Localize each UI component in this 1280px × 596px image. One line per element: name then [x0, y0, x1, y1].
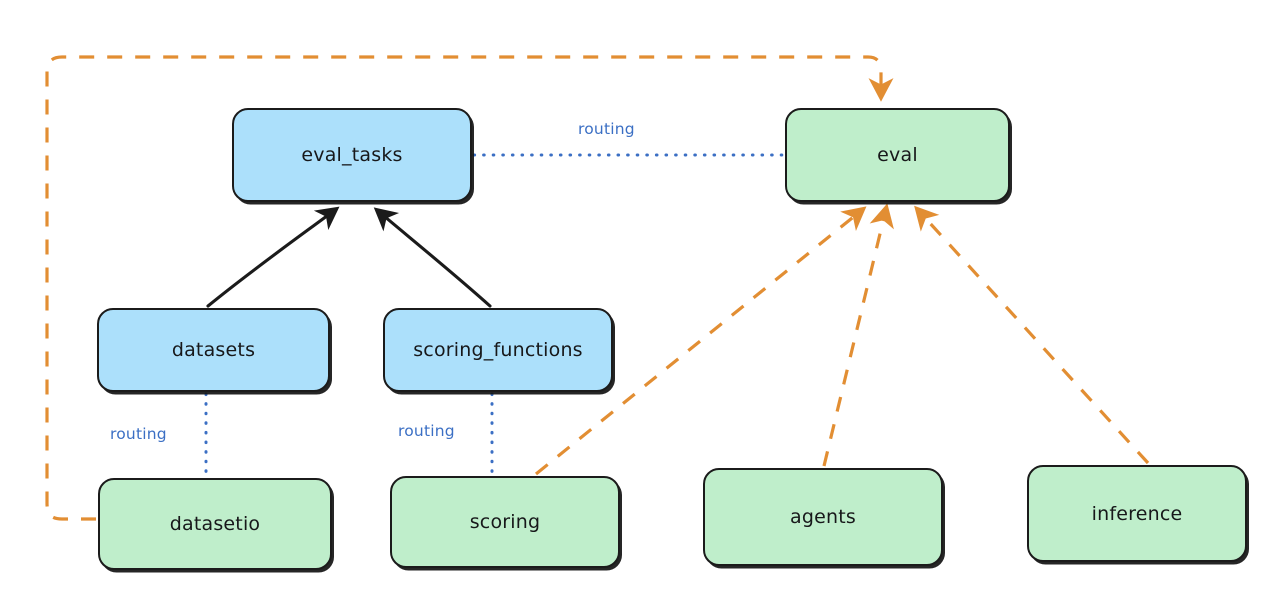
node-agents[interactable]: agents	[703, 468, 943, 566]
edge-scoring-functions-to-eval-tasks	[373, 207, 492, 308]
edge-inference-to-eval	[914, 205, 1150, 465]
edge-datasets-to-eval-tasks	[206, 206, 340, 308]
node-eval[interactable]: eval	[785, 108, 1010, 202]
node-label: eval_tasks	[301, 144, 403, 166]
edge-label-routing-datasets-datasetio: routing	[110, 425, 167, 443]
node-label: eval	[877, 144, 918, 166]
node-scoring_functions[interactable]: scoring_functions	[383, 308, 613, 392]
node-scoring[interactable]: scoring	[390, 476, 620, 568]
node-label: scoring_functions	[413, 339, 583, 361]
node-eval_tasks[interactable]: eval_tasks	[232, 108, 472, 202]
node-label: inference	[1091, 502, 1183, 525]
node-inference[interactable]: inference	[1027, 465, 1247, 562]
node-label: scoring	[469, 511, 541, 533]
node-datasets[interactable]: datasets	[97, 308, 330, 392]
node-datasetio[interactable]: datasetio	[98, 478, 332, 570]
node-label: datasetio	[169, 513, 261, 535]
edge-label-routing-scoring-fn-scoring: routing	[398, 422, 455, 440]
edge-agents-to-eval	[822, 203, 894, 467]
node-label: agents	[790, 506, 856, 528]
edge-label-routing-eval-tasks-eval: routing	[578, 120, 635, 138]
node-label: datasets	[171, 339, 256, 361]
